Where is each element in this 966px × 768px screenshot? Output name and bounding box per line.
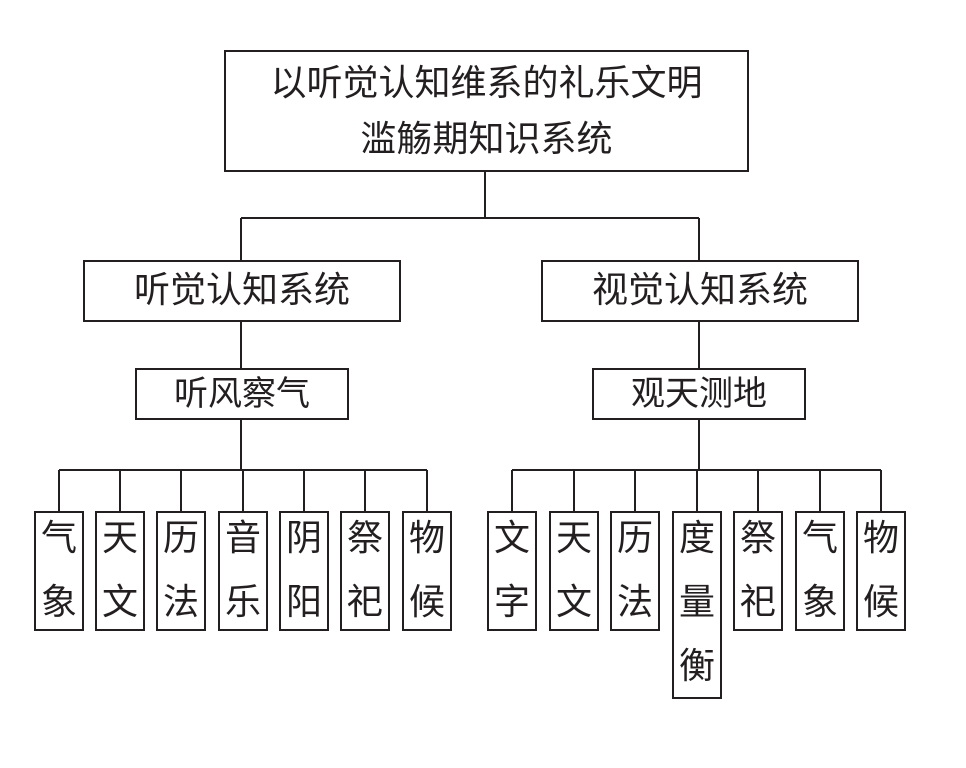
leaf-char: 物 <box>862 518 899 559</box>
leaf-node: 历 法 <box>610 511 660 631</box>
leaf-char: 祭 <box>346 518 383 559</box>
leaf-node: 度 量 衡 <box>672 511 722 699</box>
leaf-char: 文 <box>493 518 530 559</box>
leaf-node: 天 文 <box>95 511 145 631</box>
leaf-node: 阴 阳 <box>279 511 329 631</box>
leaf-node: 音 乐 <box>218 511 268 631</box>
leaf-char: 法 <box>616 582 653 623</box>
leaf-char: 物 <box>408 518 445 559</box>
leaf-node: 物 候 <box>402 511 452 631</box>
root-node: 以听觉认知维系的礼乐文明 滥觞期知识系统 <box>224 50 749 172</box>
leaf-char: 量 <box>678 582 715 623</box>
branch-node-auditory: 听觉认知系统 <box>83 260 401 322</box>
leaf-char: 候 <box>862 582 899 623</box>
leaf-node: 气 象 <box>34 511 84 631</box>
leaf-char: 度 <box>678 518 715 559</box>
leaf-char: 文 <box>555 582 592 623</box>
leaf-char: 象 <box>40 582 77 623</box>
leaf-char: 法 <box>162 582 199 623</box>
leaf-node: 文 字 <box>487 511 537 631</box>
leaf-char: 祀 <box>346 582 383 623</box>
sub-node-visual: 观天测地 <box>592 368 806 420</box>
sub-node-auditory: 听风察气 <box>135 368 349 420</box>
leaf-char: 气 <box>40 518 77 559</box>
leaf-char: 阳 <box>285 582 322 623</box>
leaf-char: 候 <box>408 582 445 623</box>
leaf-char: 字 <box>493 582 530 623</box>
leaf-char: 祀 <box>739 582 776 623</box>
leaf-char: 衡 <box>678 646 715 687</box>
leaf-char: 阴 <box>285 518 322 559</box>
leaf-node: 物 候 <box>856 511 906 631</box>
leaf-char: 乐 <box>224 582 261 623</box>
leaf-node: 天 文 <box>549 511 599 631</box>
leaf-node: 气 象 <box>795 511 845 631</box>
leaf-node: 历 法 <box>156 511 206 631</box>
leaf-node: 祭 祀 <box>340 511 390 631</box>
leaf-char: 祭 <box>739 518 776 559</box>
leaf-char: 天 <box>101 518 138 559</box>
leaf-char: 天 <box>555 518 592 559</box>
leaf-char: 气 <box>801 518 838 559</box>
leaf-char: 象 <box>801 582 838 623</box>
leaf-char: 音 <box>224 518 261 559</box>
leaf-node: 祭 祀 <box>733 511 783 631</box>
root-title-line-2: 滥觞期知识系统 <box>360 118 613 160</box>
leaf-char: 文 <box>101 582 138 623</box>
root-title-line-1: 以听觉认知维系的礼乐文明 <box>270 63 703 104</box>
leaf-char: 历 <box>162 518 199 559</box>
branch-node-visual: 视觉认知系统 <box>541 260 859 322</box>
leaf-char: 历 <box>616 518 653 559</box>
